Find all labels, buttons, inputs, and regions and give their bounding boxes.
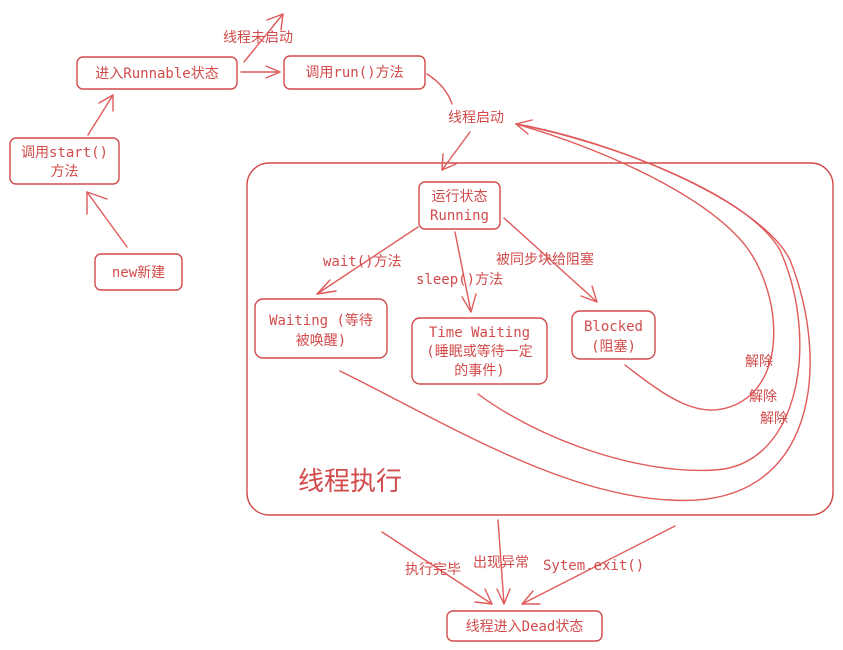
connectors (86, 13, 811, 605)
label-wait: wait()方法 (323, 254, 402, 270)
node-start-line2: 方法 (51, 164, 79, 180)
node-runnable: 进入Runnable状态 (76, 56, 238, 90)
node-dead-label: 线程进入Dead状态 (466, 619, 584, 635)
node-waiting: Waiting (等待 被唤醒) (254, 298, 388, 359)
node-runnable-label: 进入Runnable状态 (95, 66, 218, 82)
arrow-running-to-timewaiting (454, 231, 472, 313)
node-blocked: Blocked (阻塞) (571, 310, 656, 360)
node-dead: 线程进入Dead状态 (446, 610, 603, 642)
label-release-2: 解除 (749, 389, 777, 405)
node-waiting-line1: Waiting (等待 (269, 312, 373, 329)
thread-execution-label: 线程执行 (298, 467, 402, 497)
label-release-3: 解除 (760, 411, 788, 427)
label-release-1: 解除 (745, 354, 773, 370)
node-timewaiting: Time Waiting (睡眠或等待一定 的事件) (411, 317, 548, 385)
node-new-label: new新建 (112, 265, 165, 281)
node-run: 调用run()方法 (283, 55, 426, 90)
arrow-start-to-runnable (87, 94, 114, 136)
label-sleep: sleep()方法 (416, 272, 503, 288)
node-waiting-line2: 被唤醒) (296, 332, 346, 349)
arrow-exception-to-dead (497, 519, 505, 605)
label-exception: 出现异常 (473, 555, 529, 571)
arrow-done-to-dead (381, 531, 493, 605)
arrow-running-to-blocked (503, 217, 598, 303)
node-running-line1: 运行状态 (432, 189, 488, 205)
node-start-line1: 调用start() (21, 145, 108, 161)
arrow-not-started (243, 13, 284, 63)
label-sync-block: 被同步块给阻塞 (496, 251, 594, 268)
label-not-started: 线程未启动 (223, 30, 293, 46)
arrow-running-to-waiting (316, 226, 419, 295)
arrow-run-to-started (426, 73, 453, 105)
label-done: 执行完毕 (405, 562, 461, 578)
node-run-label: 调用run()方法 (305, 65, 403, 81)
arrow-new-to-start (86, 191, 128, 248)
node-blocked-line1: Blocked (584, 319, 643, 335)
arrow-exit-to-dead (521, 525, 676, 605)
node-timewaiting-line1: Time Waiting (429, 325, 530, 341)
node-timewaiting-line2: (睡眠或等待一定 (426, 343, 532, 360)
node-blocked-line2: (阻塞) (591, 338, 636, 355)
release-path-blocked (515, 123, 775, 411)
arrow-started-to-running (441, 131, 471, 171)
node-running: 运行状态 Running (418, 181, 501, 230)
node-new: new新建 (94, 253, 183, 291)
node-timewaiting-line3: 的事件) (454, 363, 504, 379)
label-exit: Sytem.exit() (543, 558, 644, 574)
node-start: 调用start() 方法 (9, 137, 120, 185)
node-running-line2: Running (430, 208, 489, 224)
label-started: 线程启动 (448, 110, 504, 126)
release-path-waiting (339, 123, 811, 502)
